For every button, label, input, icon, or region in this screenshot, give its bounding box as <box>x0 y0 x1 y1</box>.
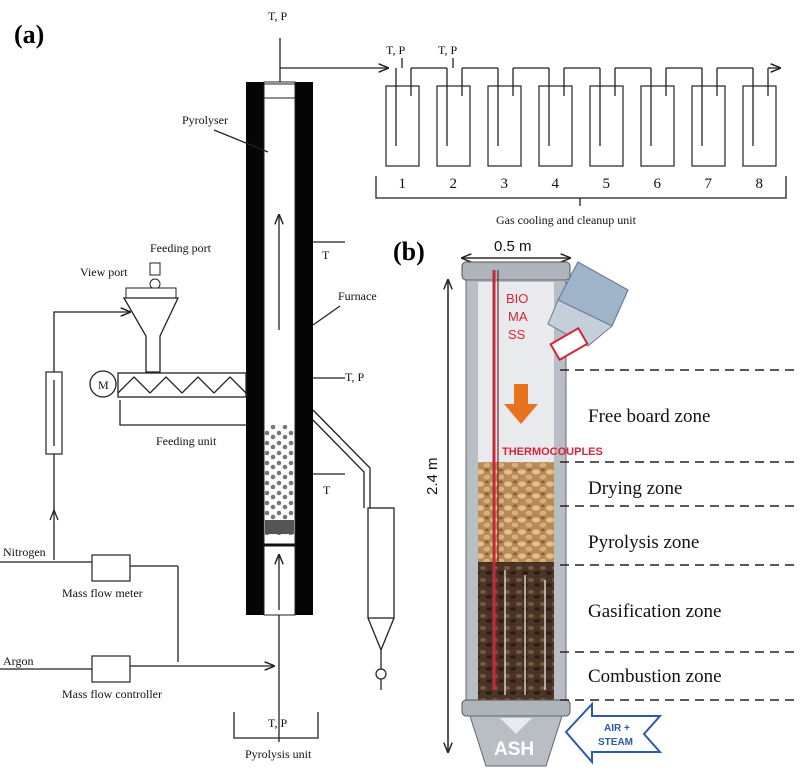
view-port-label: View port <box>80 265 128 279</box>
panel-b-label: (b) <box>393 237 425 266</box>
biomass-line-3: SS <box>508 327 526 342</box>
zone-label-drying: Drying zone <box>588 478 682 499</box>
feeding-unit-label: Feeding unit <box>156 434 217 448</box>
bottom-flange <box>461 699 571 717</box>
height-dimension-label: 2.4 m <box>424 457 441 495</box>
cooling-bottle-number-5: 5 <box>603 176 611 192</box>
cooling-bottle-8 <box>742 85 777 167</box>
char-bed <box>478 562 554 700</box>
furnace-wall-right <box>295 82 313 615</box>
feeding-port-label: Feeding port <box>150 241 212 255</box>
gas-cooling-unit-label: Gas cooling and cleanup unit <box>496 213 637 227</box>
ash-hopper <box>469 715 563 767</box>
pyrolyser-label: Pyrolyser <box>182 113 228 127</box>
nitrogen-label: Nitrogen <box>3 545 46 559</box>
pyrolysis-unit-label: Pyrolysis unit <box>245 747 312 761</box>
gas-cooling-bracket <box>375 176 787 199</box>
pyrolysis-unit-bracket <box>233 712 319 739</box>
mass-flow-controller <box>91 655 131 683</box>
ash-label: ASH <box>494 739 534 760</box>
drying-pyrolysis-bed <box>478 462 554 562</box>
nitrogen-line: Nitrogen Mass flow meter <box>0 312 179 662</box>
furnace-wall-left <box>246 82 264 615</box>
cyclone-separator <box>312 409 395 690</box>
biomass-line-2: MA <box>508 309 528 324</box>
furnace-label: Furnace <box>338 289 377 303</box>
t-lower-label: T <box>323 483 331 497</box>
argon-line: Argon Mass flow controller <box>0 654 274 701</box>
panel-a-label: (a) <box>14 20 44 49</box>
motor-label: M <box>98 378 109 392</box>
steam-label: STEAM <box>598 737 633 748</box>
width-dimension-label: 0.5 m <box>494 238 532 255</box>
tp-mid-label: T, P <box>345 370 364 384</box>
motor-icon <box>89 370 117 398</box>
cooling-bottle-number-4: 4 <box>552 176 560 192</box>
mass-flow-meter <box>91 554 131 582</box>
cooling-bottle-5 <box>589 85 624 167</box>
down-arrow-icon <box>504 384 538 424</box>
cooling-bottle-4 <box>538 85 573 167</box>
bottom-tp-label: T, P <box>268 716 287 730</box>
air-label: AIR + <box>604 723 630 734</box>
argon-label: Argon <box>3 654 33 668</box>
mass-flow-controller-label: Mass flow controller <box>62 687 162 701</box>
cooler-tp-label-2: T, P <box>438 43 457 57</box>
t-upper-label: T <box>322 248 330 262</box>
cooling-bottle-3 <box>487 85 522 167</box>
zone-label-free-board: Free board zone <box>588 406 710 427</box>
zone-dividers <box>560 369 798 701</box>
feeding-unit: Feeding port View port M Feeding unit <box>80 241 247 448</box>
top-tp-label: T, P <box>268 9 287 23</box>
cooling-bottle-number-2: 2 <box>450 176 458 192</box>
pyrolyser-reactor <box>246 81 313 616</box>
zone-label-gasification: Gasification zone <box>588 601 721 622</box>
cooling-bottle-7 <box>691 85 726 167</box>
air-steam-arrow-icon <box>564 701 663 765</box>
gasifier-reactor: ASH <box>461 261 571 767</box>
fluidized-bed <box>265 425 294 535</box>
cooling-bottle-6 <box>640 85 675 167</box>
cooling-bottle-number-1: 1 <box>399 176 407 192</box>
freeboard-space <box>478 282 554 462</box>
gas-cooling-train: 1 2 3 4 5 6 7 8 <box>385 58 780 192</box>
air-steam-inlet: AIR + STEAM <box>564 701 663 765</box>
cooling-bottle-number-7: 7 <box>705 176 713 192</box>
cooling-bottle-number-8: 8 <box>756 176 764 192</box>
top-flange <box>461 261 571 281</box>
cooling-bottle-number-6: 6 <box>654 176 662 192</box>
biomass-feeder <box>547 261 629 362</box>
mass-flow-meter-label: Mass flow meter <box>62 586 143 600</box>
feed-arrow-icon <box>549 326 589 362</box>
thermocouples-label: THERMOCOUPLES <box>502 446 603 458</box>
panel-a: (a) T, P Pyrolyser T Furnace T, P T <box>0 9 787 761</box>
cooling-bottle-2 <box>436 85 471 167</box>
panel-b: (b) 0.5 m 2.4 m ASH <box>393 237 798 767</box>
zone-label-pyrolysis: Pyrolysis zone <box>588 532 699 553</box>
cooler-tp-label-1: T, P <box>386 43 405 57</box>
zone-label-combustion: Combustion zone <box>588 666 722 687</box>
cooling-bottle-1 <box>385 85 420 167</box>
cooling-bottle-number-3: 3 <box>501 176 509 192</box>
biomass-line-1: BIO <box>506 291 528 306</box>
